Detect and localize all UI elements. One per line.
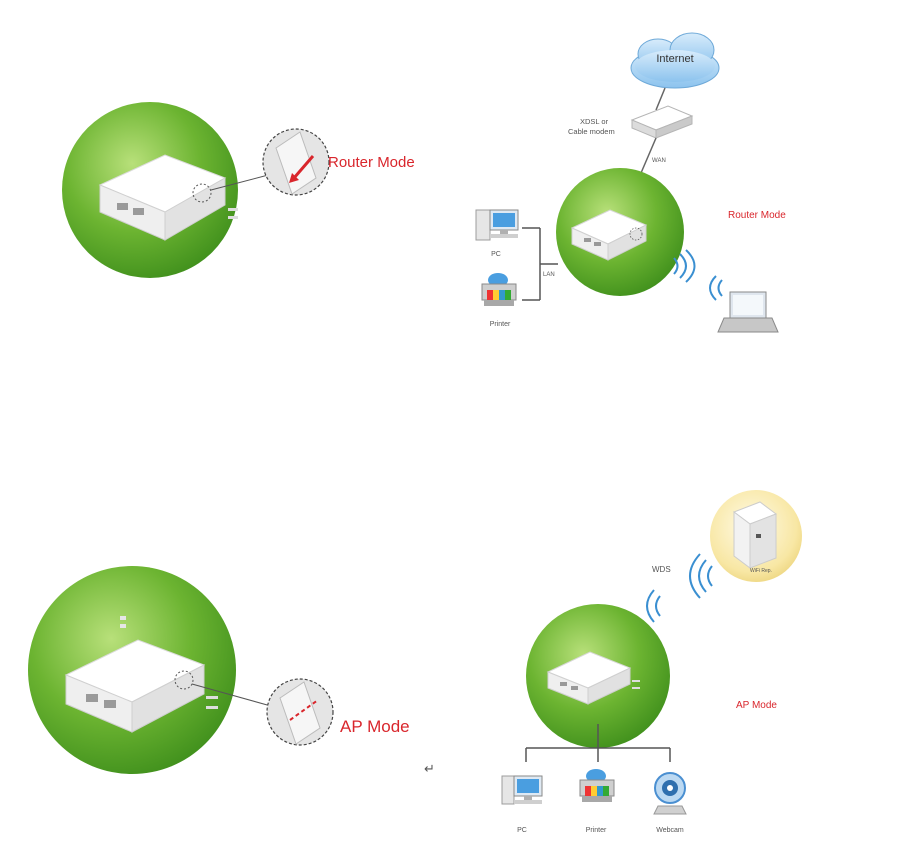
- router-mode-label: Router Mode: [328, 154, 415, 171]
- wan-label: WAN: [652, 158, 666, 164]
- ap-network-illustration: WiFi Rep. WDS AP Mode: [490, 490, 870, 840]
- return-mark-icon: ↵: [424, 762, 435, 777]
- pc-icon: [476, 210, 518, 240]
- router-network-diagram: Internet XDSL or Cable modem WAN: [460, 28, 860, 358]
- lan-distribution-lines: [526, 724, 670, 762]
- router-closeup-illustration: Router Mode: [60, 90, 460, 290]
- printer-icon: [482, 273, 516, 306]
- router-mode-diagram-label: Router Mode: [728, 210, 786, 221]
- internet-label: Internet: [656, 53, 693, 65]
- ap-network-diagram: WiFi Rep. WDS AP Mode: [490, 490, 870, 840]
- repeater-label: WiFi Rep.: [750, 568, 772, 574]
- cloud-modem-link: [656, 88, 665, 110]
- modem-label-line1: XDSL or: [580, 117, 609, 126]
- ap-printer-label: Printer: [586, 827, 607, 834]
- repeater-device-icon: [734, 502, 776, 568]
- switch-zoom-circle: [263, 129, 329, 195]
- ap-closeup-panel: AP Mode: [28, 560, 448, 780]
- wds-label: WDS: [652, 565, 671, 574]
- pc-label: PC: [491, 251, 501, 258]
- router-network-illustration: Internet XDSL or Cable modem WAN: [460, 28, 860, 358]
- router-closeup-panel: Router Mode: [60, 90, 460, 290]
- wifi-waves-icon: [674, 250, 722, 300]
- webcam-label: Webcam: [656, 827, 684, 834]
- modem-icon: [632, 106, 692, 138]
- ap-pc-label: PC: [517, 827, 527, 834]
- modem-label-line2: Cable modem: [568, 127, 615, 136]
- ap-printer-icon: [580, 769, 614, 802]
- ap-mode-diagram-label: AP Mode: [736, 700, 777, 711]
- laptop-icon: [718, 292, 778, 332]
- ap-switch-zoom-circle: [267, 679, 333, 745]
- ap-pc-icon: [502, 776, 542, 804]
- lan-label: LAN: [543, 272, 555, 278]
- webcam-icon: [654, 773, 686, 814]
- lan-bracket: [522, 228, 558, 300]
- ap-closeup-illustration: AP Mode: [28, 560, 448, 780]
- printer-label: Printer: [490, 321, 511, 328]
- ap-mode-label: AP Mode: [340, 717, 410, 736]
